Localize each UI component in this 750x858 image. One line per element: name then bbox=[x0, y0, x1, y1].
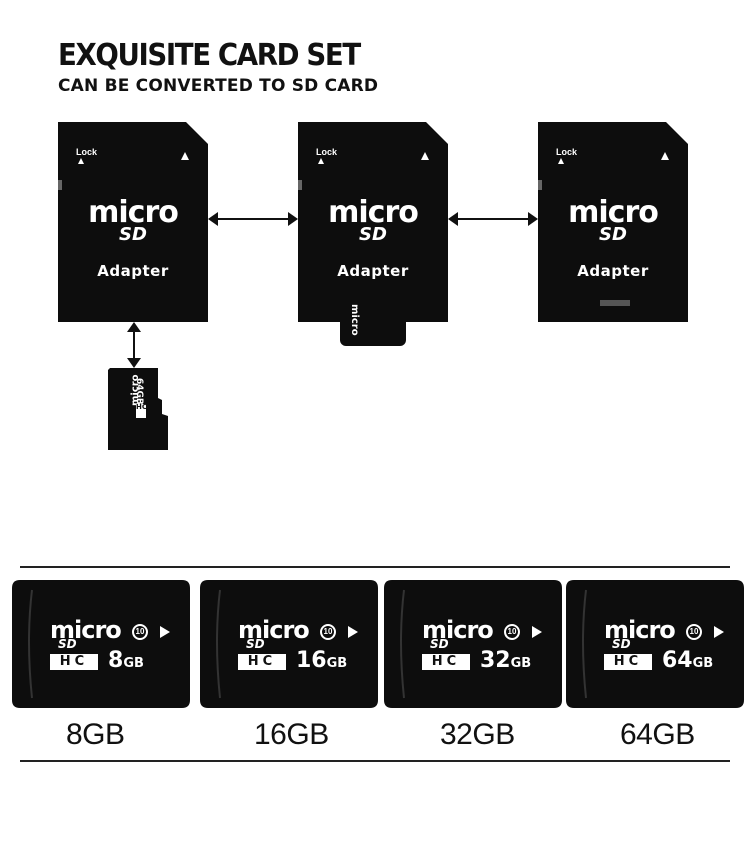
inserted-card-logo: micro bbox=[349, 304, 360, 336]
play-arrow-icon bbox=[348, 626, 358, 638]
caption-8gb: 8GB bbox=[66, 718, 125, 751]
sd-logo: SD bbox=[359, 224, 387, 245]
adapter-label: Adapter bbox=[337, 262, 409, 280]
card-shape bbox=[12, 580, 190, 708]
small-microsd-card: 64GB micro HC bbox=[108, 368, 168, 450]
caption-32gb: 32GB bbox=[440, 718, 515, 751]
lock-arrow-icon bbox=[78, 158, 84, 164]
sd-adapter-3: Lock micro SD Adapter bbox=[538, 122, 688, 322]
lock-arrow-icon bbox=[318, 158, 324, 164]
caption-64gb: 64GB bbox=[620, 718, 695, 751]
micro-logo: micro bbox=[50, 616, 122, 644]
lock-label: Lock bbox=[316, 147, 338, 157]
sd-logo: SD bbox=[612, 637, 631, 651]
sd-adapter-shape bbox=[58, 122, 208, 322]
sd-adapter-shape bbox=[298, 122, 448, 322]
sd-logo: SD bbox=[58, 637, 77, 651]
micro-logo: micro bbox=[604, 616, 676, 644]
sd-adapter-1: Lock micro SD Adapter bbox=[58, 122, 208, 322]
class10-icon: 10 bbox=[504, 624, 520, 640]
microsd-card-32gb: micro SD HC 10 32GB bbox=[384, 580, 562, 708]
micro-logo: micro bbox=[328, 195, 419, 230]
microsd-card-64gb: micro SD HC 10 64GB bbox=[566, 580, 744, 708]
adapter-label: Adapter bbox=[577, 262, 649, 280]
micro-logo: micro bbox=[238, 616, 310, 644]
sd-logo: SD bbox=[119, 224, 147, 245]
small-card-hc: HC bbox=[136, 404, 147, 418]
sd-logo: SD bbox=[430, 637, 449, 651]
card-capacity: 16GB bbox=[296, 648, 348, 673]
card-shape bbox=[200, 580, 378, 708]
small-card-logo: micro bbox=[130, 374, 141, 406]
double-arrow-icon bbox=[208, 212, 298, 226]
divider-top bbox=[20, 566, 730, 568]
sd-adapter-2: Lock micro SD Adapter bbox=[298, 122, 448, 322]
micro-logo: micro bbox=[422, 616, 494, 644]
lock-label: Lock bbox=[556, 147, 578, 157]
sd-adapter-shape bbox=[538, 122, 688, 322]
card-capacity: 8GB bbox=[108, 648, 144, 673]
caption-16gb: 16GB bbox=[254, 718, 329, 751]
lock-label: Lock bbox=[76, 147, 98, 157]
insert-arrow-icon bbox=[421, 152, 429, 160]
hc-badge: HC bbox=[604, 654, 652, 670]
adapter-label: Adapter bbox=[97, 262, 169, 280]
hc-badge: HC bbox=[50, 654, 98, 670]
page-subtitle: CAN BE CONVERTED TO SD CARD bbox=[58, 76, 379, 96]
vertical-double-arrow-icon bbox=[127, 322, 141, 368]
class10-icon: 10 bbox=[132, 624, 148, 640]
micro-logo: micro bbox=[88, 195, 179, 230]
card-shape bbox=[384, 580, 562, 708]
card-capacity: 32GB bbox=[480, 648, 532, 673]
page-title: EXQUISITE CARD SET bbox=[58, 38, 361, 73]
insert-arrow-icon bbox=[181, 152, 189, 160]
play-arrow-icon bbox=[714, 626, 724, 638]
class10-icon: 10 bbox=[686, 624, 702, 640]
sd-logo: SD bbox=[246, 637, 265, 651]
insert-arrow-icon bbox=[661, 152, 669, 160]
inserted-microsd-card: micro bbox=[340, 296, 406, 346]
microsd-card-16gb: micro SD HC 10 16GB bbox=[200, 580, 378, 708]
double-arrow-icon bbox=[448, 212, 538, 226]
hc-badge: HC bbox=[422, 654, 470, 670]
micro-logo: micro bbox=[568, 195, 659, 230]
lock-arrow-icon bbox=[558, 158, 564, 164]
card-shape bbox=[566, 580, 744, 708]
play-arrow-icon bbox=[160, 626, 170, 638]
hc-badge: HC bbox=[238, 654, 286, 670]
sd-logo: SD bbox=[599, 224, 627, 245]
class10-icon: 10 bbox=[320, 624, 336, 640]
play-arrow-icon bbox=[532, 626, 542, 638]
divider-bottom bbox=[20, 760, 730, 762]
card-capacity: 64GB bbox=[662, 648, 714, 673]
microsd-card-8gb: micro SD HC 10 8GB bbox=[12, 580, 190, 708]
